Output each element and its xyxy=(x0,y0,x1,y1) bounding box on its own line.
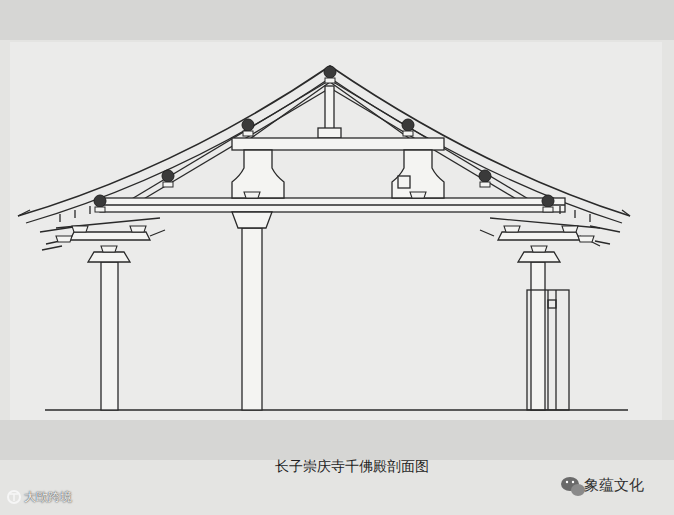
bracket-blocks xyxy=(56,192,594,252)
figure-caption: 长子崇庆寺千佛殿剖面图 xyxy=(275,458,429,476)
timber-frame xyxy=(18,66,630,410)
watermark: 大歐跨境 xyxy=(24,489,72,506)
watermark-logo xyxy=(8,491,20,503)
page-shadow xyxy=(0,0,674,460)
watermark: 象蕴文化 xyxy=(584,476,644,495)
figure-ground xyxy=(10,42,662,420)
purlins xyxy=(94,66,554,212)
wechat-icon xyxy=(561,477,585,496)
